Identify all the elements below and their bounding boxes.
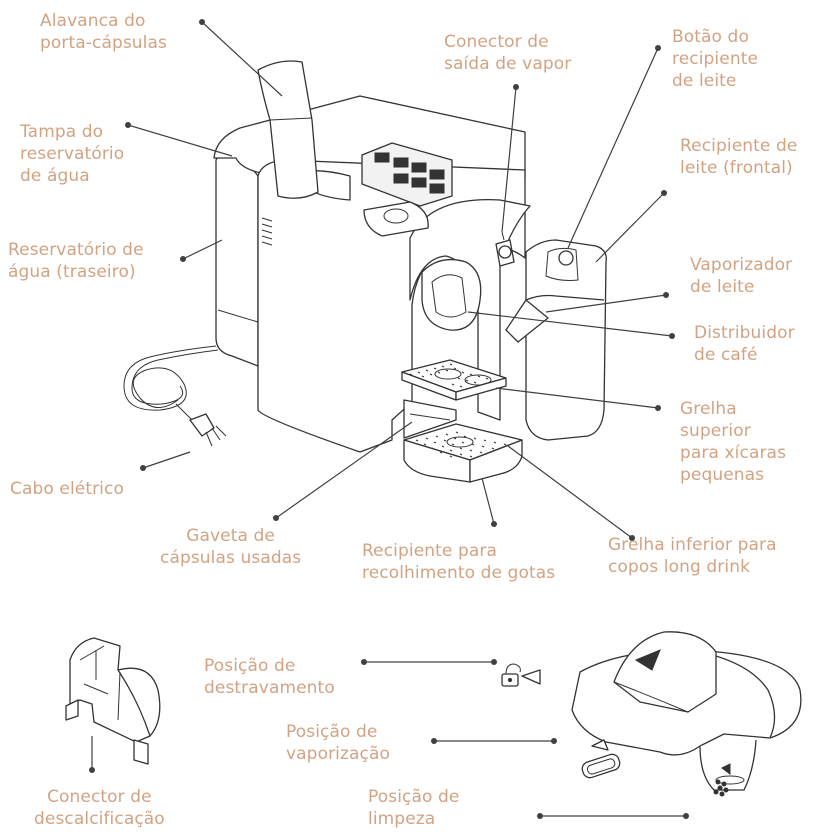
label-steam-position: Posição de vaporização <box>286 722 390 764</box>
leader-coffee-outlet <box>467 311 673 337</box>
upper-cup-grid <box>401 359 507 401</box>
milk-container-button <box>558 250 574 266</box>
coffee-outlet <box>421 258 482 331</box>
label-lower-grid: Grelha inferior para copos long drink <box>608 535 777 577</box>
label-milk-frother: Vaporizador de leite <box>690 255 793 297</box>
leader-lower-grid <box>507 445 633 539</box>
used-capsule-drawer <box>403 399 457 439</box>
leader-tank-lid <box>127 124 233 157</box>
vent-grille-icon <box>261 217 273 246</box>
control-button-6 <box>429 169 445 180</box>
power-plug <box>189 413 215 437</box>
milk-container <box>505 239 607 441</box>
label-capsule-drawer: Gaveta de cápsulas usadas <box>160 526 302 568</box>
leader-milk-frother <box>545 294 667 313</box>
label-cable: Cabo elétrico <box>10 479 124 499</box>
steam-connector <box>495 231 515 267</box>
clean-icon <box>713 779 729 797</box>
label-tank-lid: Tampa do reservatório de água <box>20 122 125 186</box>
leader-capsule-lever <box>201 21 283 97</box>
label-clean-position: Posição de limpeza <box>368 787 460 829</box>
label-unlock-position: Posição de destravamento <box>204 656 335 698</box>
capsule-holder <box>363 201 429 237</box>
leader-milk-container <box>595 192 665 263</box>
leader-capsule-drawer <box>275 421 413 519</box>
leader-drip-tray <box>481 477 495 525</box>
unlock-icon <box>501 663 521 687</box>
water-tank <box>215 149 259 367</box>
label-coffee-outlet: Distribuidor de café <box>694 323 795 365</box>
control-button-2 <box>393 157 409 168</box>
power-cable <box>123 345 227 447</box>
control-button-1 <box>374 152 390 163</box>
leader-upper-grid <box>495 387 659 409</box>
label-upper-grid: Grelha superior para xícaras pequenas <box>680 399 787 485</box>
descaling-connector <box>65 637 161 765</box>
milk-frother-spout <box>505 299 549 343</box>
coffee-machine <box>123 60 607 483</box>
label-tank: Reservatório de água (traseiro) <box>8 240 144 282</box>
leader-tank <box>182 239 223 260</box>
leader-lines <box>89 19 689 819</box>
label-capsule-lever: Alavanca do porta-cápsulas <box>40 11 167 53</box>
label-milk-button: Botão do recipiente de leite <box>672 27 759 91</box>
frother-head <box>571 631 802 791</box>
label-milk-container: Recipiente de leite (frontal) <box>680 136 798 178</box>
steam-marker-icon <box>591 739 609 751</box>
clean-marker-icon <box>721 763 731 775</box>
leader-steam-connector <box>501 86 517 233</box>
control-button-5 <box>411 177 427 188</box>
label-steam-connector: Conector de saída de vapor <box>444 32 572 74</box>
label-descaling-connector: Conector de descalcificação <box>34 787 165 829</box>
leader-milk-button <box>567 47 659 249</box>
unlock-marker-icon <box>521 669 541 685</box>
drip-tray <box>403 423 523 483</box>
steam-icon <box>581 753 621 779</box>
leader-cable <box>142 451 191 469</box>
control-button-7 <box>429 183 445 194</box>
control-button-4 <box>393 173 409 184</box>
capsule-lever <box>257 60 319 199</box>
control-button-3 <box>411 162 427 173</box>
label-drip-tray: Recipiente para recolhimento de gotas <box>362 541 556 583</box>
